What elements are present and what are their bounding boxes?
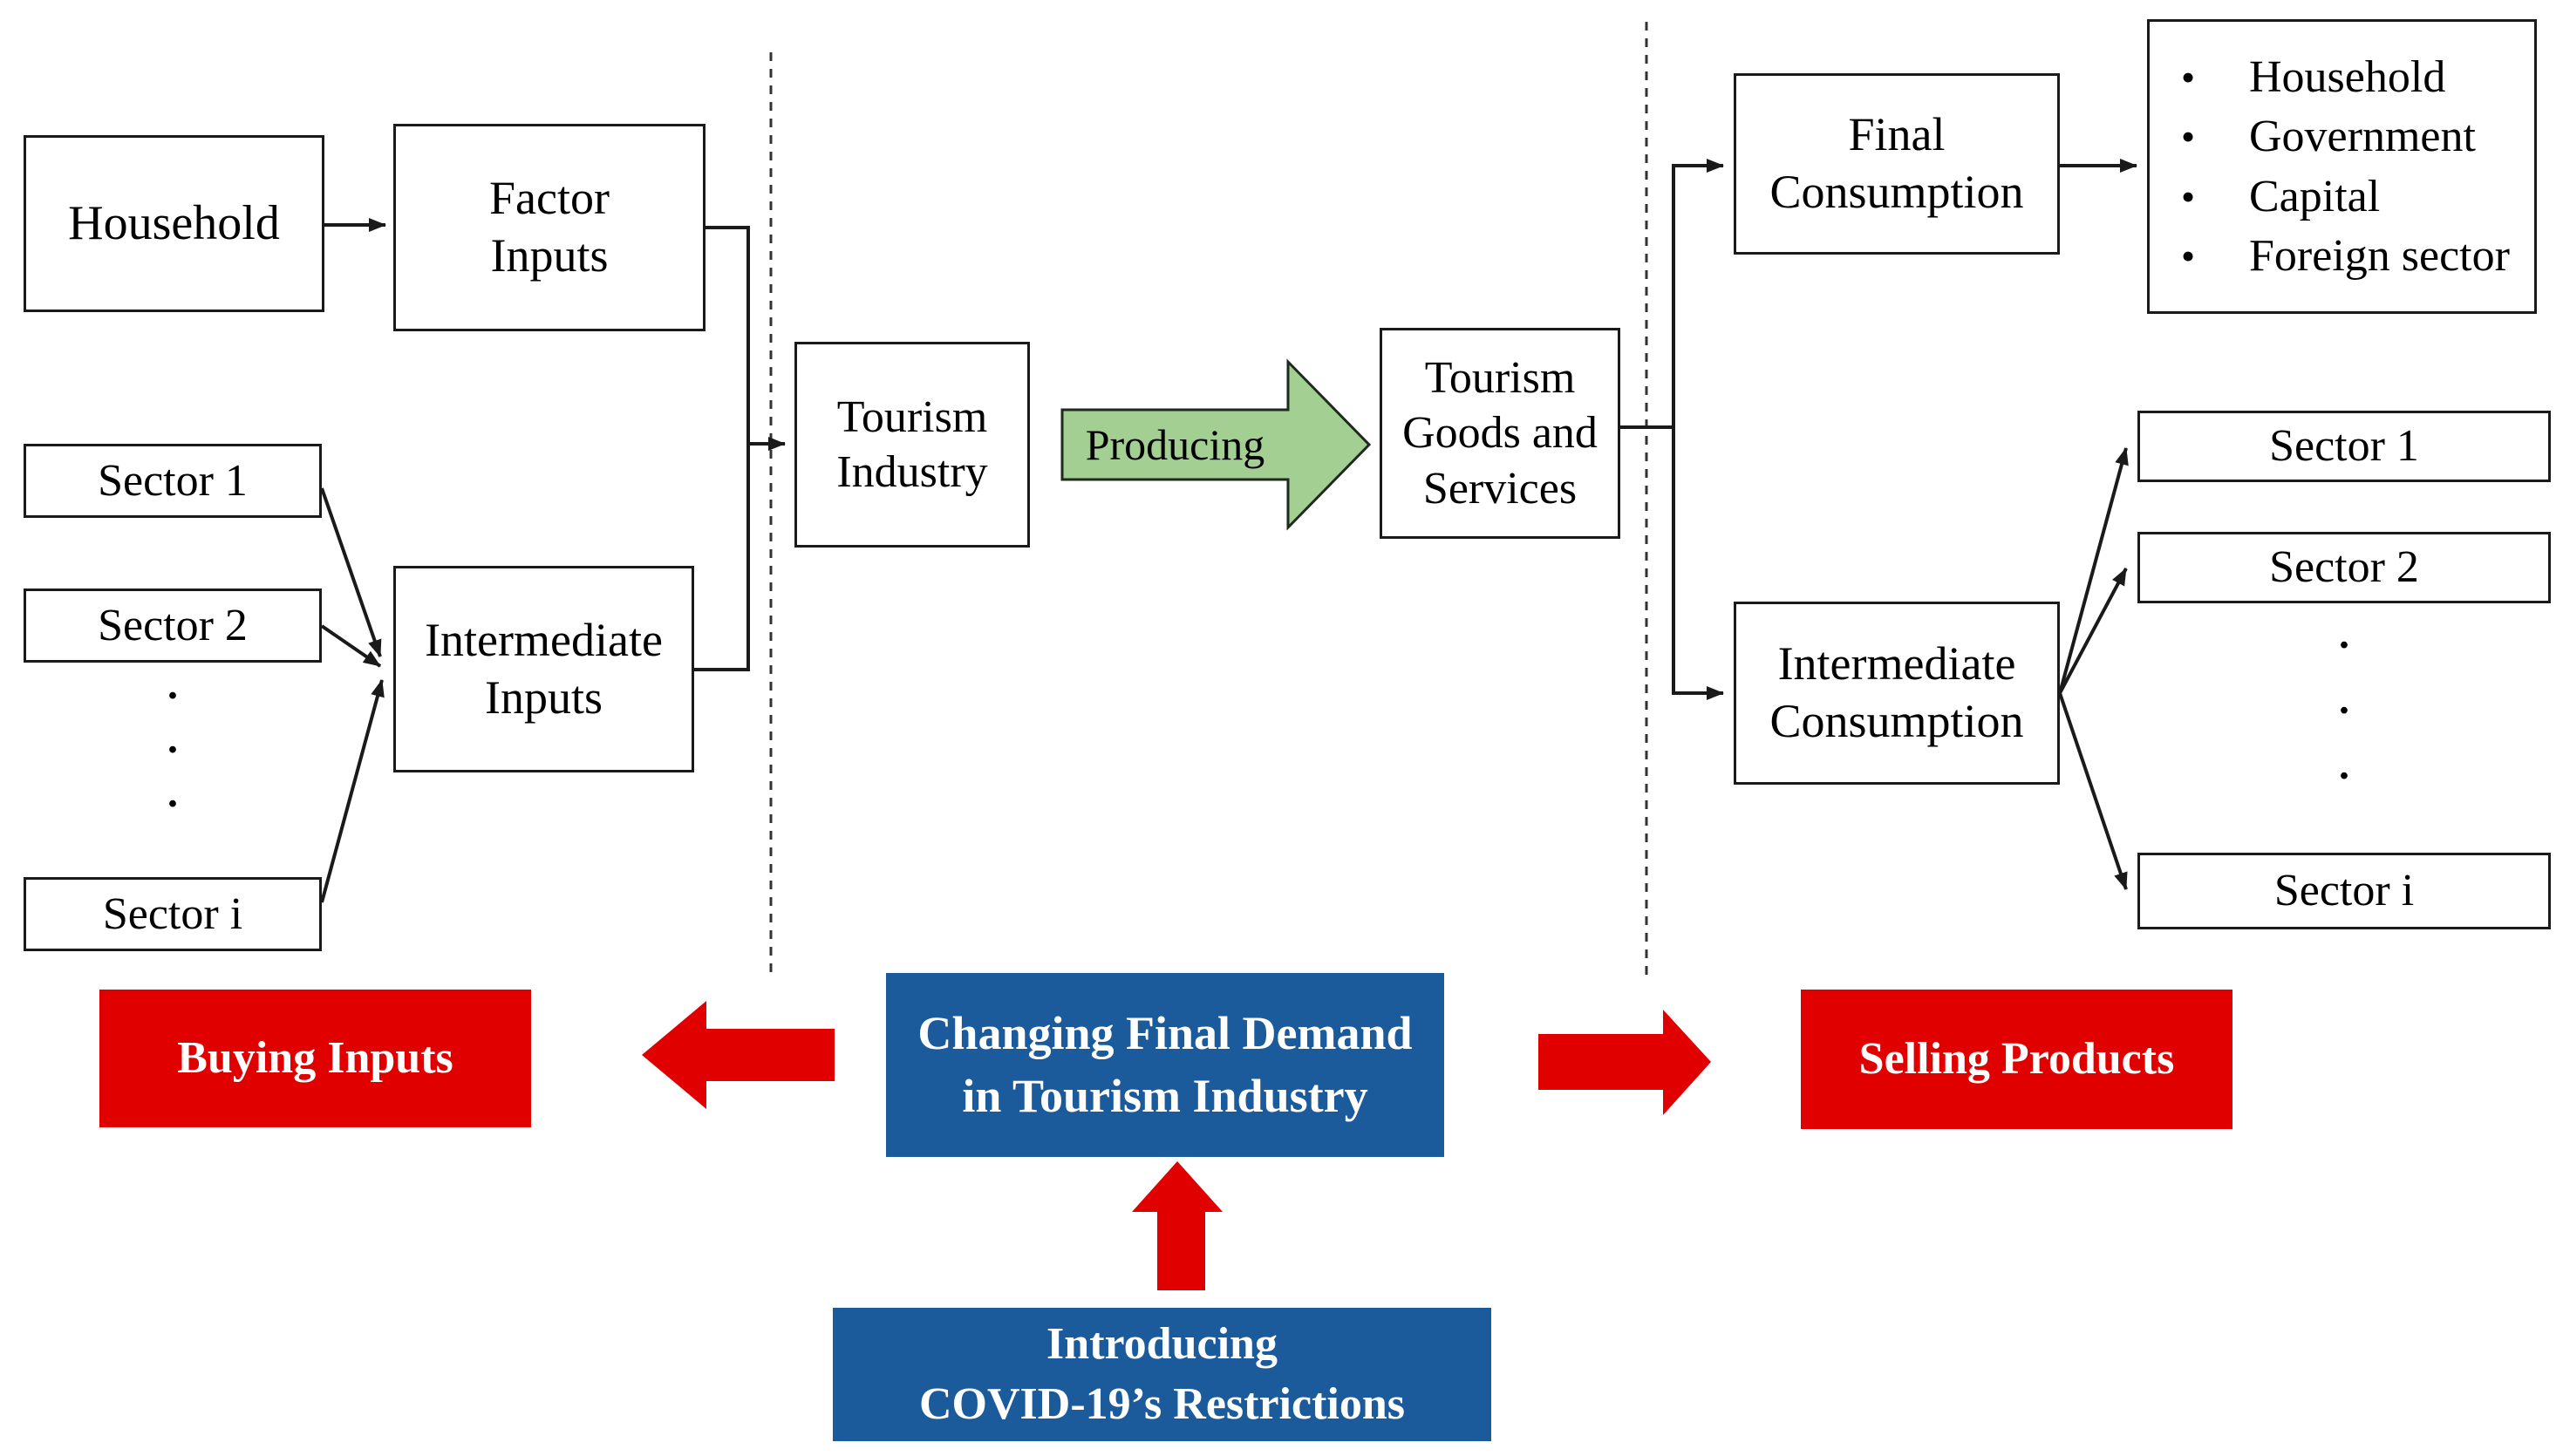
intermediate-inputs-box: Intermediate Inputs	[393, 566, 694, 772]
sector1-right-box: Sector 1	[2137, 411, 2551, 482]
household-box: Household	[24, 135, 324, 312]
bracket-factor-intermediate	[694, 226, 750, 671]
intermediate-consumption-label: Intermediate Consumption	[1769, 637, 2024, 747]
arrow-ic-to-sectori	[2058, 692, 2128, 890]
sector2-right-box: Sector 2	[2137, 532, 2551, 603]
sector2-left-label: Sector 2	[98, 600, 248, 650]
buying-inputs-label: Buying Inputs	[177, 1032, 453, 1083]
consumer-capital-label: Capital	[2249, 171, 2381, 221]
sector2-left-box: Sector 2	[24, 589, 322, 663]
tourism-industry-label: Tourism Industry	[836, 391, 988, 497]
household-label: Household	[68, 196, 280, 251]
bullet-icon: •	[2181, 55, 2196, 99]
arrow-sector1-to-intermediate	[320, 487, 382, 657]
consumer-household-label: Household	[2249, 52, 2446, 102]
sectori-left-box: Sector i	[24, 877, 322, 951]
intermediate-inputs-label: Intermediate Inputs	[425, 613, 663, 724]
buying-inputs-box: Buying Inputs	[99, 990, 531, 1127]
changing-demand-label: Changing Final Demand in Tourism Industr…	[917, 1007, 1413, 1122]
producing-text: Producing	[1062, 410, 1288, 480]
tourism-goods-label: Tourism Goods and Services	[1402, 352, 1598, 514]
consumer-row-government: • Government	[2174, 111, 2526, 162]
covid-restrictions-box: Introducing COVID-19’s Restrictions	[833, 1308, 1491, 1441]
sector2-right-label: Sector 2	[2269, 542, 2419, 593]
intermediate-consumption-box: Intermediate Consumption	[1734, 602, 2060, 785]
selling-products-box: Selling Products	[1801, 990, 2232, 1129]
producing-arrow	[1060, 358, 1372, 531]
selling-products-label: Selling Products	[1858, 1033, 2175, 1084]
sector1-left-box: Sector 1	[24, 444, 322, 518]
left-ellipsis-dots: . . .	[167, 662, 178, 816]
arrow-goods-to-intermediate-consumption	[1672, 427, 1724, 700]
producing-text-label: Producing	[1085, 420, 1265, 469]
consumer-government-label: Government	[2249, 112, 2476, 162]
bullet-icon: •	[2181, 173, 2196, 219]
tourism-goods-box: Tourism Goods and Services	[1380, 328, 1620, 539]
final-consumption-box: Final Consumption	[1734, 73, 2060, 255]
final-consumption-label: Final Consumption	[1769, 108, 2024, 218]
covid-restrictions-label: Introducing COVID-19’s Restrictions	[919, 1318, 1405, 1429]
arrow-ic-to-sector1	[2058, 447, 2129, 694]
up-red-arrow	[1132, 1161, 1223, 1290]
left-red-arrow	[642, 1001, 835, 1109]
factor-inputs-box: Factor Inputs	[393, 124, 706, 331]
arrow-sectori-to-intermediate	[320, 679, 385, 903]
changing-demand-box: Changing Final Demand in Tourism Industr…	[886, 973, 1444, 1157]
sectori-right-label: Sector i	[2273, 866, 2415, 916]
sectori-right-box: Sector i	[2137, 853, 2551, 929]
final-consumers-box: • Household • Government • Capital • For…	[2147, 19, 2537, 314]
consumer-foreign-sector-label: Foreign sector	[2249, 230, 2510, 281]
consumer-row-foreign-sector: • Foreign sector	[2174, 230, 2526, 282]
right-ellipsis-dots: . . .	[2339, 611, 2349, 788]
consumer-row-household: • Household	[2174, 51, 2526, 103]
right-red-arrow	[1538, 1010, 1711, 1115]
arrow-sector2-to-intermediate	[320, 624, 382, 668]
sectori-left-label: Sector i	[102, 888, 243, 939]
factor-inputs-label: Factor Inputs	[489, 172, 610, 282]
bullet-icon: •	[2181, 233, 2196, 278]
arrow-goods-to-final-consumption	[1620, 159, 1724, 429]
sector1-left-label: Sector 1	[98, 455, 248, 506]
bullet-icon: •	[2181, 114, 2196, 160]
sector1-right-label: Sector 1	[2269, 421, 2419, 472]
consumer-row-capital: • Capital	[2174, 171, 2526, 222]
tourism-industry-box: Tourism Industry	[794, 342, 1030, 548]
arrow-ic-to-sector2	[2058, 568, 2128, 694]
